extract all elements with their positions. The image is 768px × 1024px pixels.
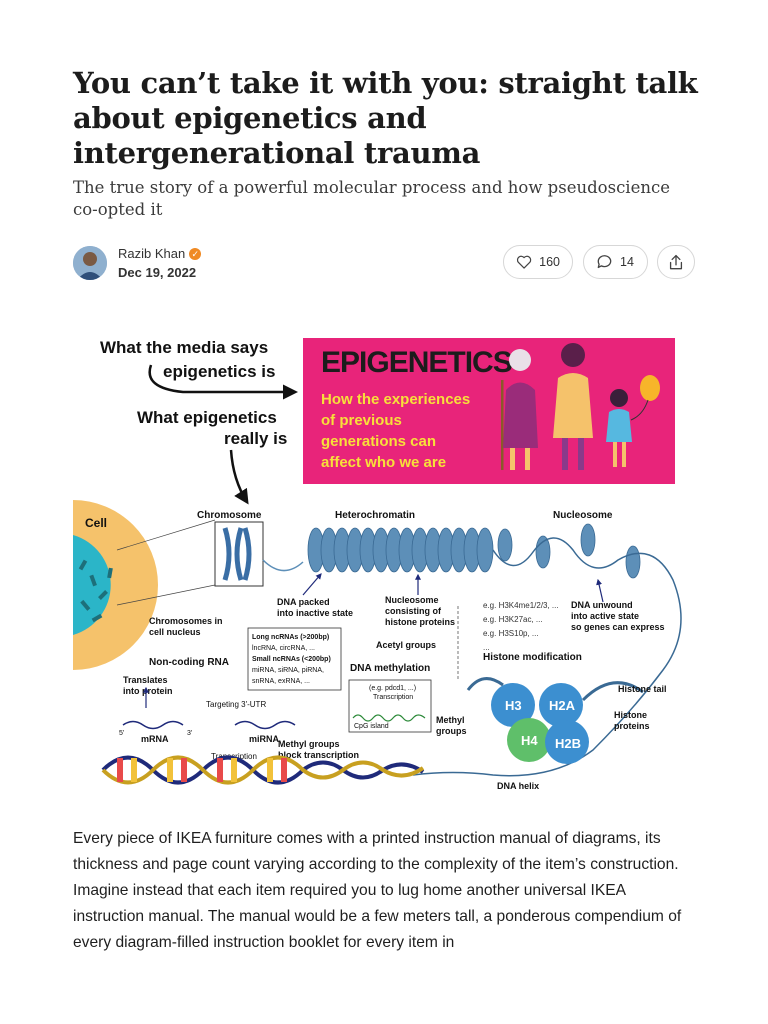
verified-badge-icon: ✓ <box>189 247 202 260</box>
svg-text:Transcription: Transcription <box>373 694 413 701</box>
svg-text:H2B: H2B <box>555 736 581 751</box>
heart-icon <box>516 255 532 269</box>
article-body-paragraph: Every piece of IKEA furniture comes with… <box>73 830 682 951</box>
really-label: What epigenetics really is <box>137 408 287 448</box>
svg-text:How the experiences of p: How the experiences of previous generati… <box>321 391 474 471</box>
svg-text:3': 3' <box>187 730 192 737</box>
svg-text:H3: H3 <box>505 698 522 713</box>
cell-shape <box>73 500 158 670</box>
comment-count: 14 <box>620 255 634 269</box>
svg-text:Non-coding RNA: Non-coding RNA <box>149 657 229 668</box>
article-subtitle: The true story of a powerful molecular p… <box>73 178 670 219</box>
svg-text:Long ncRNAs (>200bp) lnc: Long ncRNAs (>200bp) lncRNA, circRNA, ..… <box>252 634 333 685</box>
family-illustration <box>501 343 660 470</box>
svg-text:miRNA: miRNA <box>249 734 280 744</box>
dna-helix <box>101 755 425 785</box>
svg-text:EPIGENETICS: EPIGENETICS <box>321 346 512 379</box>
svg-text:Targeting 3'-UTR: Targeting 3'-UTR <box>206 700 266 709</box>
svg-text:Histone tail: Histone tail <box>618 684 667 694</box>
comment-button[interactable]: 14 <box>583 245 648 279</box>
comment-icon <box>597 255 612 269</box>
svg-text:DNA methylation: DNA methylation <box>350 663 430 674</box>
svg-text:e.g. H3K4me1/2/3, ... e.: e.g. H3K4me1/2/3, ... e.g. H3K27ac, ... … <box>483 601 561 652</box>
svg-text:(e.g. pdcd1, ...): (e.g. pdcd1, ...) <box>369 685 416 692</box>
media-label: What the media says epigenetics is <box>100 338 275 381</box>
svg-text:H2A: H2A <box>549 698 576 713</box>
svg-text:Heterochromatin: Heterochromatin <box>335 510 415 521</box>
author-name[interactable]: Razib Khan <box>118 246 186 261</box>
svg-text:H4: H4 <box>521 733 538 748</box>
publish-date: Dec 19, 2022 <box>118 265 197 280</box>
svg-text:CpG island: CpG island <box>354 723 389 730</box>
share-button[interactable] <box>657 245 695 279</box>
svg-text:DNA helix: DNA helix <box>497 781 539 791</box>
histone-octamer: H3 H2A H4 H2B <box>491 683 589 764</box>
svg-text:Histone modification: Histone modification <box>483 652 582 663</box>
svg-text:Acetyl groups: Acetyl groups <box>376 640 436 650</box>
svg-text:Chromosome: Chromosome <box>197 510 262 521</box>
share-icon <box>669 254 683 269</box>
author-avatar[interactable] <box>73 246 107 280</box>
article-title: You can’t take it with you: straight tal… <box>73 66 698 170</box>
like-button[interactable]: 160 <box>503 245 573 279</box>
svg-text:5': 5' <box>119 730 124 737</box>
svg-text:mRNA: mRNA <box>141 734 169 744</box>
epigenetics-figure: What the media says epigenetics is What … <box>73 330 695 800</box>
svg-text:Nucleosome: Nucleosome <box>553 510 613 521</box>
svg-text:Cell: Cell <box>85 516 107 530</box>
author-name-row[interactable]: Razib Khan ✓ <box>118 246 202 261</box>
like-count: 160 <box>539 255 560 269</box>
byline: Razib Khan ✓ Dec 19, 2022 160 14 <box>73 245 695 285</box>
